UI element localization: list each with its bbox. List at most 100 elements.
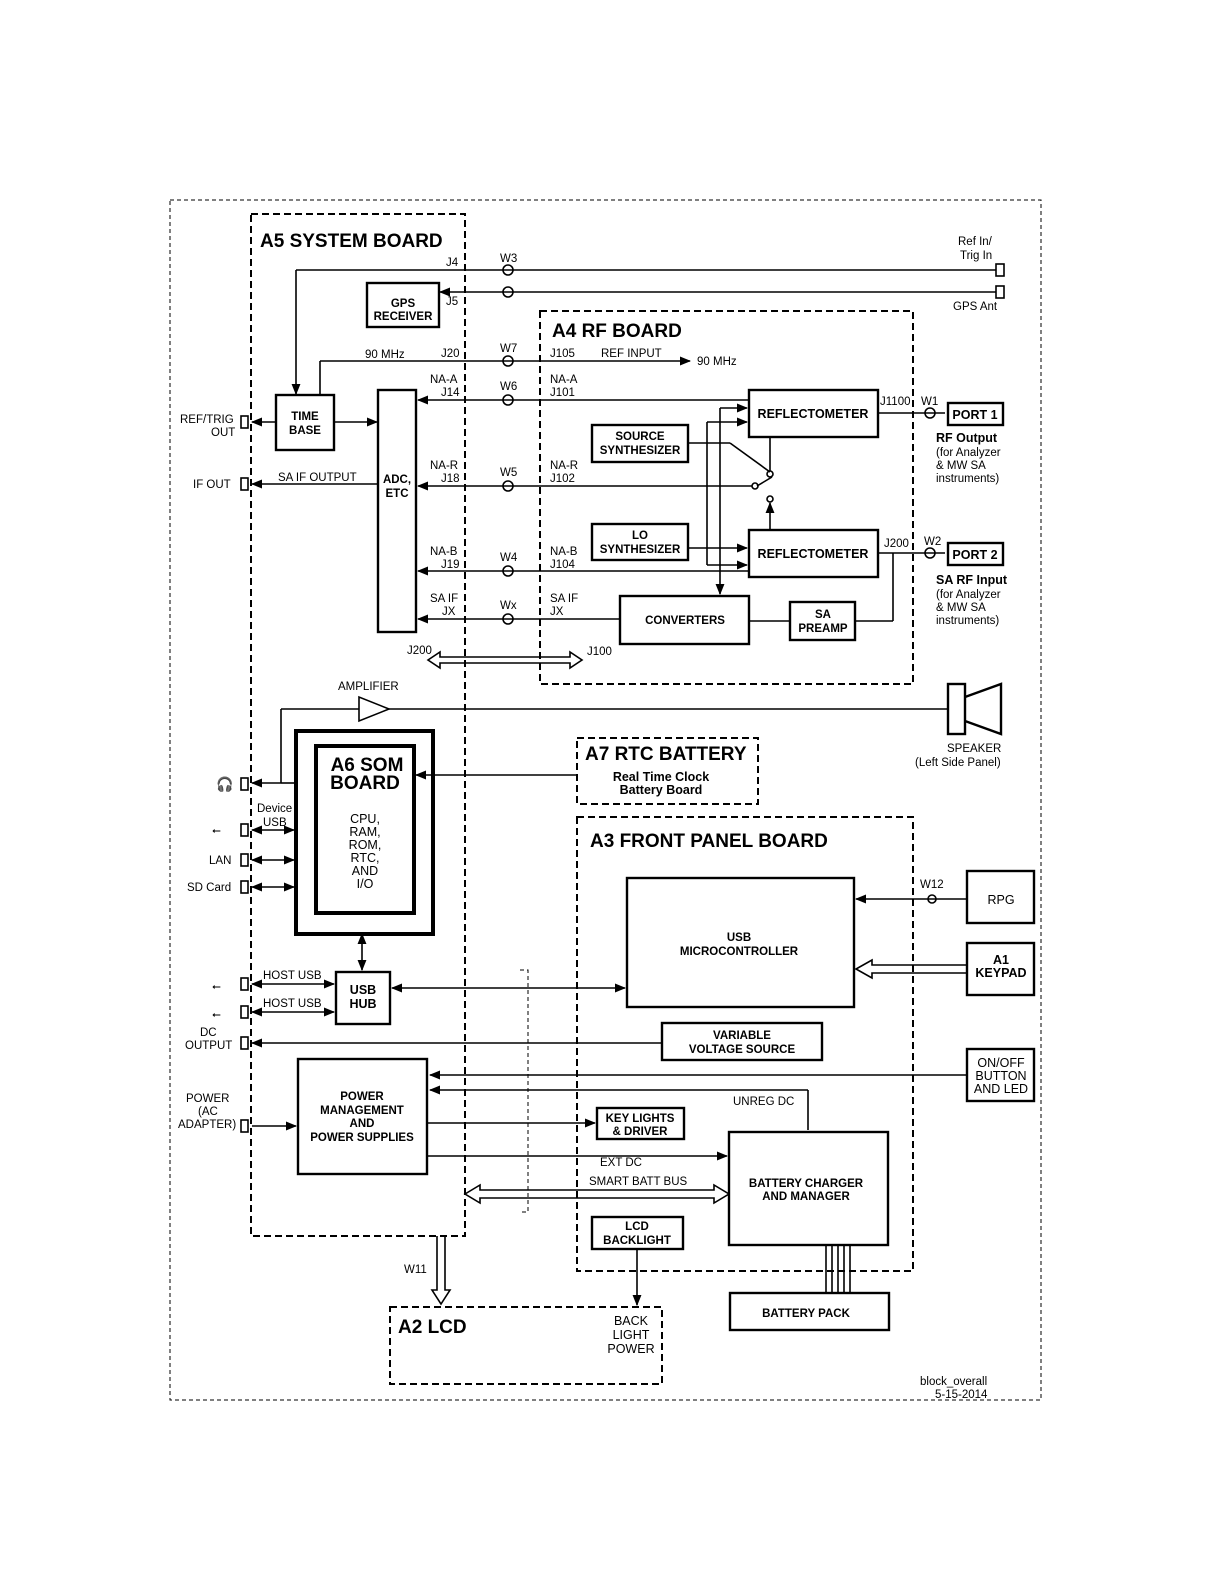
sa-if-right-label: SA IF [550, 593, 578, 605]
a7-title: A7 RTC BATTERY [585, 744, 747, 765]
j4-label: J4 [446, 257, 459, 269]
key-lights-label-2: & DRIVER [613, 1126, 669, 1138]
on-off-label: ON/OFF [977, 1056, 1025, 1070]
sa-preamp-label: SA [815, 609, 831, 621]
key-lights-block [595, 1106, 686, 1141]
som-ram: RAM, [349, 825, 380, 839]
gps-label: GPS [391, 298, 416, 310]
battery-pack-label: BATTERY PACK [762, 1308, 850, 1320]
power-label: POWER [186, 1093, 229, 1105]
usb-microcontroller-block [625, 876, 856, 1009]
gps-label-2: RECEIVER [374, 311, 433, 323]
lo-synth-label-2: SYNTHESIZER [600, 544, 681, 556]
ref-trig-out-connector [240, 415, 249, 429]
w1-cable-icon [924, 407, 936, 419]
w11-label: W11 [404, 1264, 427, 1276]
device-usb-label: USB [263, 817, 287, 829]
gps-cable-icon [502, 286, 514, 298]
time-base-label: TIME [291, 411, 319, 423]
amplifier-label: AMPLIFIER [338, 681, 399, 693]
a3-title: A3 FRONT PANEL BOARD [590, 831, 828, 852]
som-rtc: RTC, [351, 851, 380, 865]
lo-synthesizer-block [590, 522, 690, 562]
vvs-label-2: VOLTAGE SOURCE [689, 1044, 796, 1056]
trig-in-label: Trig In [960, 250, 992, 262]
smart-batt-bus-label: SMART BATT BUS [589, 1176, 688, 1188]
if-out-connector [240, 477, 249, 491]
som-io: I/O [357, 877, 374, 891]
j200-label: J200 [407, 645, 432, 657]
port-2-label: PORT 2 [952, 548, 997, 562]
on-off-label-3: AND LED [974, 1082, 1028, 1096]
backlight-power-label-2: LIGHT [613, 1328, 650, 1342]
a5-system-board [250, 213, 466, 1237]
w3-label: W3 [500, 253, 517, 265]
battery-pack-block [728, 1291, 891, 1332]
mhz90-left-label: 90 MHz [365, 349, 405, 361]
rpg-block [965, 869, 1036, 925]
time-base-label-2: BASE [289, 425, 321, 437]
j1100-label: J1100 [880, 396, 910, 408]
device-usb-icon: ⭠ [212, 825, 221, 837]
j102-label: J102 [550, 473, 575, 485]
battery-charger-label-2: AND MANAGER [762, 1191, 850, 1203]
source-synthesizer-block [590, 423, 690, 464]
usb-mc-label: USB [727, 932, 751, 944]
sa-if-output-label: SA IF OUTPUT [278, 472, 357, 484]
port-1-label: PORT 1 [952, 408, 997, 422]
w5-cable-icon [502, 480, 514, 492]
w12-label: W12 [920, 879, 944, 891]
na-r-right-label: NA-R [550, 460, 578, 472]
keypad-label: A1 [993, 953, 1009, 967]
keypad-block [965, 941, 1036, 997]
source-synth-label: SOURCE [615, 431, 665, 443]
ref-trig-label: REF/TRIG [180, 414, 234, 426]
j104-label: J104 [550, 559, 576, 571]
w6-cable-icon [502, 394, 514, 406]
usb-hub-block [334, 970, 392, 1026]
usb-mc-label-2: MICROCONTROLLER [680, 946, 799, 958]
w4-cable-icon [502, 565, 514, 577]
adc-label: ADC, [383, 474, 411, 486]
rf-output-sub-1: (for Analyzer [936, 447, 1001, 459]
a2-lcd [389, 1306, 663, 1385]
j100-label: J100 [587, 646, 612, 658]
som-and: AND [352, 864, 378, 878]
w2-cable-icon [924, 547, 936, 559]
usb-hub-label-2: HUB [349, 997, 376, 1011]
a7-sub-1: Real Time Clock [613, 770, 709, 784]
sa-rf-input-label: SA RF Input [936, 573, 1008, 587]
host-usb-1-label: HOST USB [263, 970, 322, 982]
w7-cable-icon [502, 355, 514, 367]
host-usb-2-icon: ⭠ [212, 1009, 221, 1021]
pm-label: POWER [340, 1091, 384, 1103]
sa-rf-input-sub-2: & MW SA [936, 602, 986, 614]
lan-label: LAN [209, 855, 231, 867]
port-2-box [946, 541, 1005, 567]
battery-charger-label: BATTERY CHARGER [749, 1178, 864, 1190]
headphone-icon: 🎧 [216, 776, 233, 793]
j5-label: J5 [446, 296, 458, 308]
w6-label: W6 [500, 381, 517, 393]
w11-bus [430, 1236, 452, 1306]
j105-label: J105 [550, 348, 575, 360]
na-a-right-label: NA-A [550, 374, 578, 386]
a6-title: A6 SOM [331, 755, 404, 776]
mhz90-right-label: 90 MHz [697, 356, 737, 368]
w3-cable-icon [502, 264, 514, 276]
gps-receiver-block [365, 281, 441, 329]
w2-label: W2 [924, 536, 941, 548]
rpg-label: RPG [987, 893, 1014, 907]
power-adapter-label: ADAPTER) [178, 1119, 236, 1131]
variable-voltage-source-block [660, 1021, 824, 1062]
j101-label: J101 [550, 387, 575, 399]
w5-label: W5 [500, 467, 517, 479]
w4-label: W4 [500, 552, 518, 564]
amplifier-symbol [358, 695, 392, 723]
adc-block [376, 388, 418, 634]
adc-label-2: ETC [386, 488, 409, 500]
a7-rtc-battery [576, 737, 759, 805]
j18-label: J18 [441, 473, 460, 485]
speaker-cone [964, 682, 1003, 736]
